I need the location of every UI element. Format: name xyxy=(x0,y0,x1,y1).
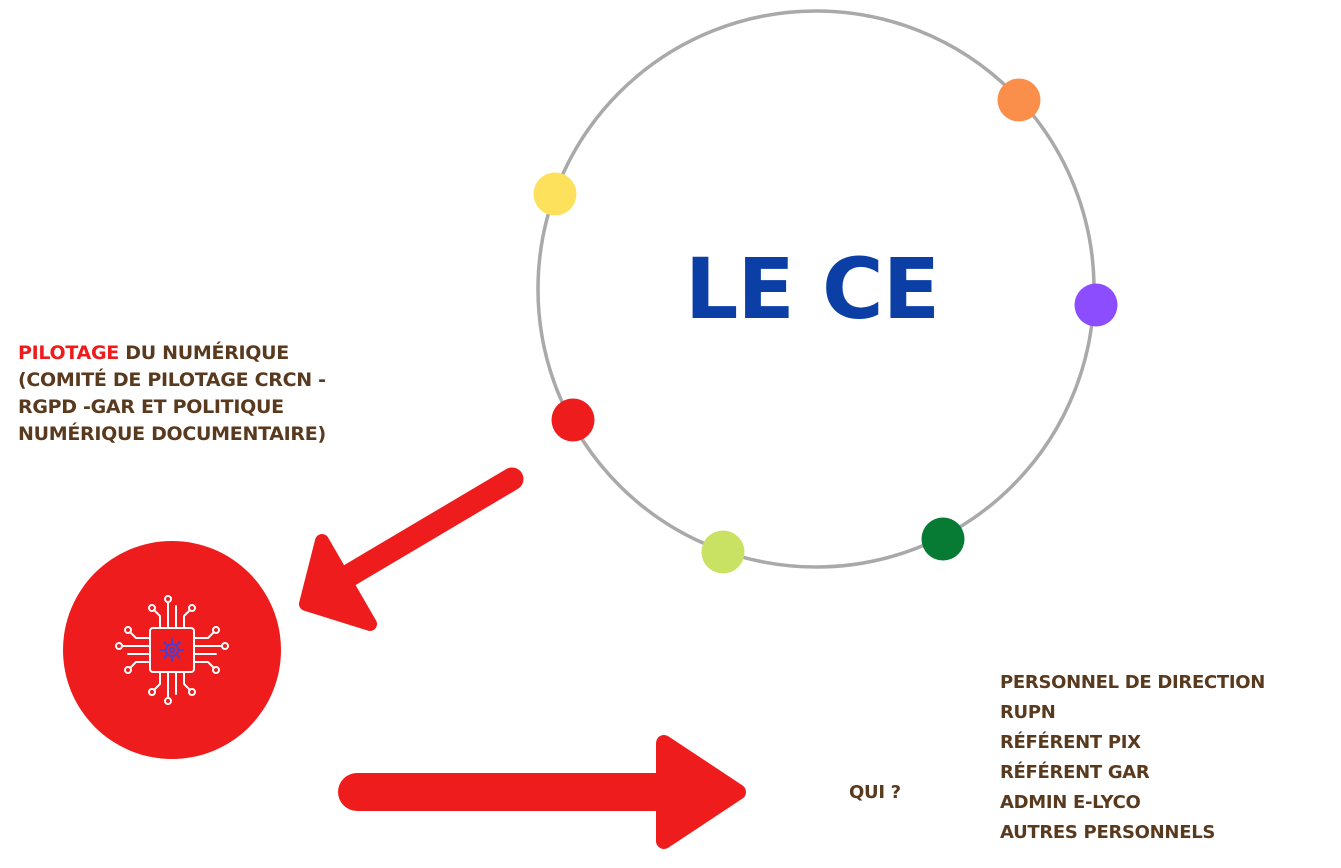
pilotage-description: PILOTAGE DU NUMÉRIQUE (COMITÉ DE PILOTAG… xyxy=(18,340,326,448)
horizontal-arrow-head xyxy=(656,735,746,849)
role-item: RUPN xyxy=(1000,702,1056,723)
diagonal-arrow xyxy=(299,467,524,631)
red-dot xyxy=(551,398,595,442)
circuit-chip-gear-icon xyxy=(115,595,229,705)
role-item: AUTRES PERSONNELS xyxy=(1000,822,1216,843)
chip-badge-circle xyxy=(63,541,281,759)
role-item: PERSONNEL DE DIRECTION xyxy=(1000,672,1266,693)
chip-badge xyxy=(63,541,281,759)
horizontal-arrow xyxy=(338,735,746,849)
diagonal-arrow-head xyxy=(299,534,377,631)
pilotage-line-2: (COMITÉ DE PILOTAGE CRCN - xyxy=(18,369,326,391)
lime-dot xyxy=(701,530,745,574)
role-item: RÉFÉRENT GAR xyxy=(1000,762,1150,783)
diagonal-arrow-shaft xyxy=(338,467,524,587)
ring-dots xyxy=(533,78,1118,574)
yellow-dot xyxy=(533,172,577,216)
orange-dot xyxy=(997,78,1041,122)
dark-green-dot xyxy=(921,517,965,561)
roles-list: PERSONNEL DE DIRECTION RUPN RÉFÉRENT PIX… xyxy=(1000,668,1265,848)
pilotage-line-1: PILOTAGE DU NUMÉRIQUE xyxy=(18,340,326,367)
pilotage-accent-word: PILOTAGE xyxy=(18,342,119,364)
circle-title: LE CE xyxy=(685,240,939,338)
pilotage-line-3: RGPD -GAR ET POLITIQUE xyxy=(18,396,284,418)
pilotage-line-1-rest: DU NUMÉRIQUE xyxy=(118,342,289,364)
role-item: RÉFÉRENT PIX xyxy=(1000,732,1141,753)
role-item: ADMIN E-LYCO xyxy=(1000,792,1141,813)
pilotage-line-4: NUMÉRIQUE DOCUMENTAIRE) xyxy=(18,423,326,445)
qui-label: QUI ? xyxy=(849,782,901,803)
purple-dot xyxy=(1074,283,1118,327)
